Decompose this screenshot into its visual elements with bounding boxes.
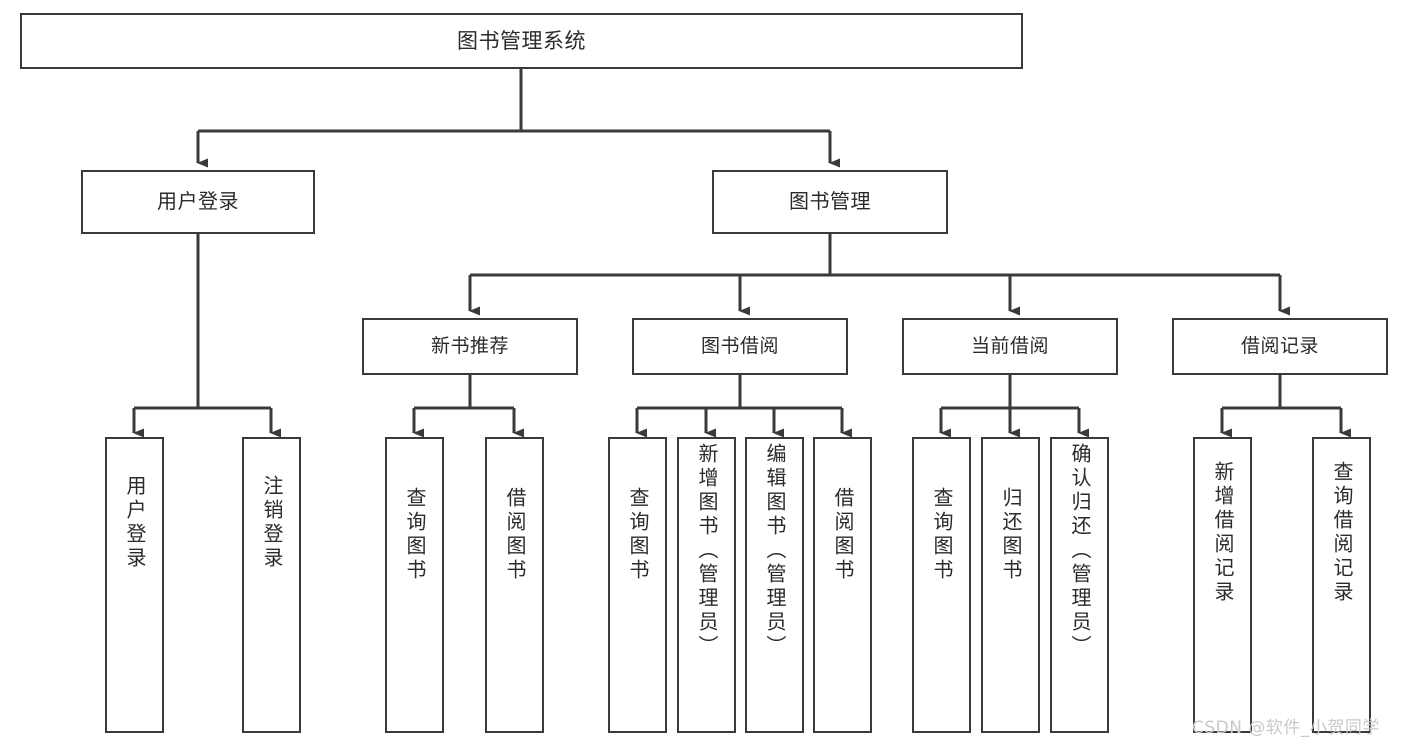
node-label: 新增借阅记录 (1211, 461, 1235, 605)
node-label: 图书借阅 (700, 335, 779, 358)
node-label: 借阅图书 (831, 487, 855, 583)
node-new-book-recommend[interactable]: 新书推荐 (362, 318, 578, 375)
leaf-query-book-current[interactable]: 查询图书 (912, 437, 971, 733)
node-label: 借阅图书 (503, 487, 527, 583)
node-label: 查询借阅记录 (1330, 461, 1354, 605)
node-label: 用户登录 (157, 189, 239, 214)
node-label: 查询图书 (403, 487, 427, 583)
node-label: 查询图书 (930, 487, 954, 583)
node-label: 新增图书（管理员） (695, 443, 719, 659)
leaf-return-book[interactable]: 归还图书 (981, 437, 1040, 733)
watermark-text: CSDN @软件_小贺同学 (1192, 718, 1380, 738)
node-label: 确认归还（管理员） (1068, 443, 1092, 659)
leaf-borrow-book-recommend[interactable]: 借阅图书 (485, 437, 544, 733)
node-label: 注销登录 (260, 475, 284, 571)
node-label: 新书推荐 (430, 335, 509, 358)
node-label: 当前借阅 (970, 335, 1049, 358)
leaf-user-login[interactable]: 用户登录 (105, 437, 164, 733)
node-book-management[interactable]: 图书管理 (712, 170, 948, 234)
csdn-watermark: CSDN @软件_小贺同学 (1192, 713, 1380, 738)
leaf-confirm-return-admin[interactable]: 确认归还（管理员） (1050, 437, 1109, 733)
node-label: 编辑图书（管理员） (763, 443, 787, 659)
node-borrow-record[interactable]: 借阅记录 (1172, 318, 1388, 375)
node-book-borrow[interactable]: 图书借阅 (632, 318, 848, 375)
node-label: 用户登录 (123, 475, 147, 571)
leaf-query-book-borrow[interactable]: 查询图书 (608, 437, 667, 733)
node-root-system[interactable]: 图书管理系统 (20, 13, 1023, 69)
leaf-query-borrow-record[interactable]: 查询借阅记录 (1312, 437, 1371, 733)
leaf-add-borrow-record[interactable]: 新增借阅记录 (1193, 437, 1252, 733)
node-label: 图书管理 (789, 189, 871, 214)
node-label: 查询图书 (626, 487, 650, 583)
leaf-edit-book-admin[interactable]: 编辑图书（管理员） (745, 437, 804, 733)
node-user-login[interactable]: 用户登录 (81, 170, 315, 234)
leaf-query-book-recommend[interactable]: 查询图书 (385, 437, 444, 733)
node-label: 图书管理系统 (457, 28, 586, 53)
leaf-borrow-book[interactable]: 借阅图书 (813, 437, 872, 733)
node-current-borrow[interactable]: 当前借阅 (902, 318, 1118, 375)
leaf-add-book-admin[interactable]: 新增图书（管理员） (677, 437, 736, 733)
node-label: 借阅记录 (1240, 335, 1319, 358)
node-label: 归还图书 (999, 487, 1023, 583)
leaf-logout[interactable]: 注销登录 (242, 437, 301, 733)
